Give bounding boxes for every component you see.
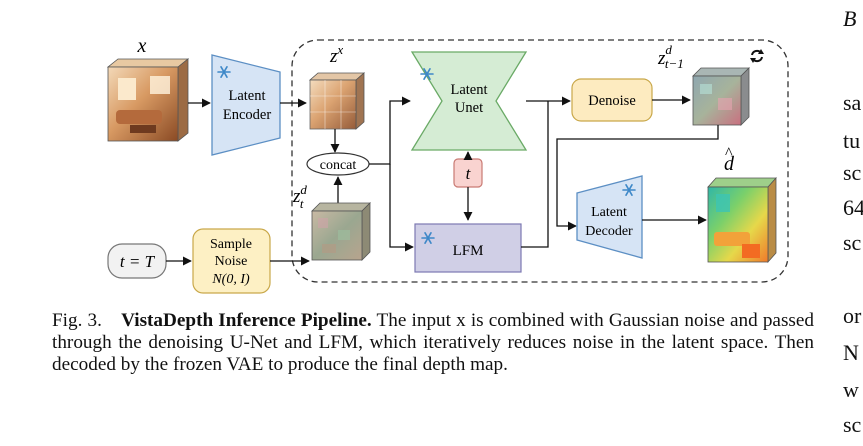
right-col-line: or bbox=[843, 303, 862, 328]
sample-noise-line3: N(0, I) bbox=[211, 272, 250, 287]
denoise-label: Denoise bbox=[588, 93, 636, 109]
right-col-line: sc bbox=[843, 160, 862, 185]
right-col-line: sa bbox=[843, 90, 862, 115]
caption-body: The input x is combined with Gaussian no… bbox=[52, 310, 814, 375]
snowflake-icon bbox=[421, 232, 435, 244]
latent-unet bbox=[410, 51, 528, 151]
unet-label-line1: Latent bbox=[450, 82, 487, 98]
right-col-line: B bbox=[843, 6, 857, 31]
encoder-label-line2: Encoder bbox=[223, 107, 271, 123]
input-label: x bbox=[137, 35, 147, 57]
sample-noise-line1: Sample bbox=[210, 237, 252, 252]
sample-noise-line2: Noise bbox=[215, 254, 248, 269]
input-image bbox=[106, 58, 190, 142]
latent-decoder bbox=[576, 175, 643, 259]
right-col-line: sc bbox=[843, 412, 862, 437]
d-hat-label: d bbox=[724, 153, 735, 175]
unet-label-line2: Unet bbox=[455, 100, 483, 116]
lfm-label: LFM bbox=[453, 243, 484, 259]
latent-encoder bbox=[211, 54, 281, 156]
depth-map-output bbox=[707, 176, 777, 264]
caption-title: VistaDepth Inference Pipeline. bbox=[121, 310, 372, 331]
timestep-label: t bbox=[466, 164, 472, 183]
right-col-line: N bbox=[843, 340, 859, 365]
zt-minus-1-latent bbox=[692, 67, 750, 126]
refresh-icon bbox=[750, 49, 764, 63]
snowflake-icon bbox=[217, 66, 231, 78]
t-equals-T-label: t = T bbox=[120, 252, 156, 271]
decoder-label-line2: Decoder bbox=[585, 224, 633, 239]
lfm-module bbox=[414, 223, 522, 273]
zx-label: zx bbox=[329, 42, 343, 67]
iteration-loop-region bbox=[291, 39, 789, 283]
figure-caption: Fig. 3. VistaDepth Inference Pipeline. T… bbox=[52, 310, 814, 376]
hat-accent: ^ bbox=[725, 145, 733, 162]
right-col-line: 64 bbox=[843, 195, 863, 220]
concat-label: concat bbox=[320, 158, 357, 173]
figure-number: Fig. 3. bbox=[52, 310, 102, 331]
right-col-line: w bbox=[843, 377, 859, 402]
encoder-label-line1: Latent bbox=[228, 88, 265, 104]
ztd-noisy-latent bbox=[311, 202, 371, 261]
zx-latent-image bbox=[308, 72, 366, 130]
decoder-label-line1: Latent bbox=[591, 205, 627, 220]
snowflake-icon bbox=[622, 184, 636, 196]
right-col-line: sc bbox=[843, 230, 862, 255]
right-col-line: tu bbox=[843, 128, 861, 153]
snowflake-icon bbox=[420, 68, 434, 80]
